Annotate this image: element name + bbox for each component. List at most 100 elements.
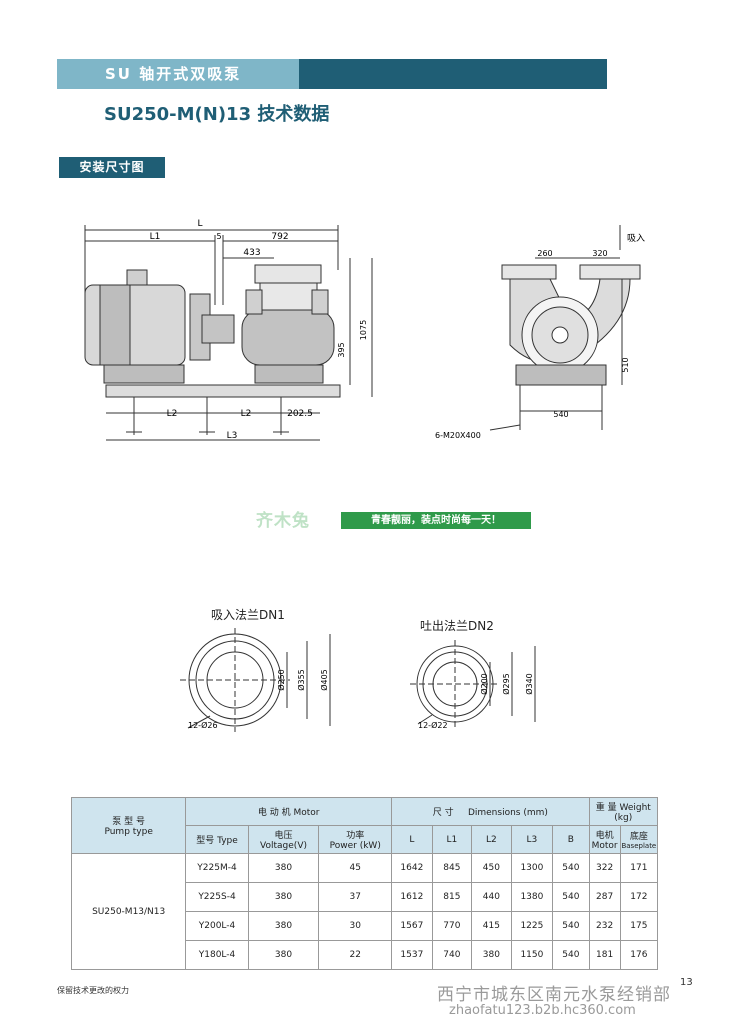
cell-L3: 1150 — [510, 940, 554, 970]
cell-model: SU250-M13/N13 — [70, 853, 187, 970]
cell-base-weight: 171 — [619, 853, 659, 883]
table-row: SU250-M13/N13 Y225M-4 380 45 1642 845 45… — [70, 853, 659, 970]
discharge-flange-d1: Ø200 — [479, 673, 489, 695]
dim-1075: 1075 — [359, 320, 368, 340]
cell-L1: 845 — [431, 853, 473, 883]
front-view-drawing: L L1 5 792 433 395 1075 L2 L2 202.5 L3 — [84, 219, 373, 441]
discharge-flange-holes: 12-Ø22 — [418, 720, 448, 730]
page-number: 13 — [680, 977, 693, 988]
cell-base-weight: 172 — [619, 882, 659, 912]
table-row: Y200L-4 380 30 1567 770 415 1225 540 232… — [72, 911, 659, 941]
header-dim-cn: 尺 寸 — [432, 808, 454, 818]
suction-flange-d3: Ø405 — [319, 669, 329, 691]
cell-power: 22 — [318, 940, 393, 970]
cell-power: 37 — [318, 882, 393, 912]
cell-type: Y180L-4 — [185, 940, 249, 970]
cell-L1: 740 — [431, 940, 473, 970]
cell-motor-weight: 322 — [588, 853, 621, 883]
spec-table: 泵 型 号 Pump type 电 动 机 Motor 尺 寸 Dimensio… — [70, 797, 659, 970]
header-col-voltage: 电压 Voltage(V) — [247, 825, 320, 854]
header-pump-type-cn: 泵 型 号 — [112, 817, 146, 827]
ad-slogan: 青春靓丽，装点时尚每一天！ — [341, 512, 531, 529]
header-power-en: Power (kW) — [329, 841, 381, 851]
header-motor-group: 电 动 机 Motor — [185, 797, 393, 826]
cell-motor-weight: 232 — [588, 911, 621, 941]
cell-L2: 380 — [471, 940, 512, 970]
cell-B: 540 — [552, 940, 590, 970]
header-col-L: L — [391, 825, 433, 854]
suction-label: 吸入 — [627, 233, 645, 244]
header-dim-en: Dimensions (mm) — [467, 808, 548, 818]
cell-type: Y225S-4 — [185, 882, 249, 912]
header-col-motor-weight: 电机 Motor — [588, 825, 621, 854]
dim-L3: L3 — [227, 431, 238, 441]
cell-L: 1612 — [391, 882, 433, 912]
header-banner: SU 轴开式双吸泵 — [57, 59, 607, 89]
header-pump-type-en: Pump type — [104, 827, 153, 837]
header-power-cn: 功率 — [346, 831, 365, 841]
cell-power: 30 — [318, 911, 393, 941]
dim-L2-left: L2 — [167, 409, 178, 419]
suction-flange-drawing: Ø250 Ø355 Ø405 12-Ø26 — [180, 628, 331, 732]
cell-power: 45 — [318, 853, 393, 883]
watermark-url: zhaofatu123.b2b.hc360.com — [449, 1003, 636, 1018]
cell-base-weight: 176 — [619, 940, 659, 970]
cell-motor-weight: 181 — [588, 940, 621, 970]
suction-flange-d2: Ø355 — [296, 669, 306, 691]
header-col-L1: L1 — [431, 825, 473, 854]
banner-dark-segment — [299, 59, 607, 89]
bolt-spec: 6-M20X400 — [435, 431, 481, 440]
cell-L2: 415 — [471, 911, 512, 941]
header-col-power: 功率 Power (kW) — [318, 825, 393, 854]
header-col-B: B — [552, 825, 590, 854]
suction-flange-title: 吸入法兰DN1 — [211, 608, 285, 622]
side-view-drawing: 260 320 吸入 510 540 6-M20X400 — [435, 225, 645, 440]
dim-540: 540 — [553, 410, 568, 419]
cell-B: 540 — [552, 853, 590, 883]
dim-L: L — [197, 219, 202, 229]
cell-L3: 1300 — [510, 853, 554, 883]
cell-motor-weight: 287 — [588, 882, 621, 912]
dim-510: 510 — [621, 357, 630, 372]
header-dimensions-group: 尺 寸 Dimensions (mm) — [391, 797, 590, 826]
suction-flange-d1: Ø250 — [276, 669, 286, 691]
cell-L2: 440 — [471, 882, 512, 912]
header-motor-w-en: Motor — [591, 841, 618, 851]
table-header-row-2: 型号 Type 电压 Voltage(V) 功率 Power (kW) L L1… — [72, 825, 659, 854]
page-subtitle: SU250-M(N)13 技术数据 — [104, 104, 330, 125]
dim-202-5: 202.5 — [287, 409, 313, 419]
cell-type: Y200L-4 — [185, 911, 249, 941]
header-base-w-en: Baseplate — [621, 842, 657, 850]
cell-L: 1537 — [391, 940, 433, 970]
cell-L: 1642 — [391, 853, 433, 883]
header-motor-w-cn: 电机 — [595, 831, 614, 841]
discharge-flange-d3: Ø340 — [524, 673, 534, 695]
watermark-company: 西宁市城东区南元水泵经销部 — [437, 985, 671, 1005]
cell-L1: 815 — [431, 882, 473, 912]
cell-base-weight: 175 — [619, 911, 659, 941]
cell-L1: 770 — [431, 911, 473, 941]
cell-voltage: 380 — [247, 911, 320, 941]
dim-395: 395 — [337, 342, 346, 357]
header-col-L3: L3 — [510, 825, 554, 854]
cell-voltage: 380 — [247, 940, 320, 970]
dim-L1: L1 — [150, 232, 161, 242]
cell-L3: 1380 — [510, 882, 554, 912]
table-header-row-1: 泵 型 号 Pump type 电 动 机 Motor 尺 寸 Dimensio… — [70, 797, 659, 854]
header-col-base-weight: 底座 Baseplate — [619, 825, 659, 854]
dim-5: 5 — [216, 232, 221, 241]
cell-L3: 1225 — [510, 911, 554, 941]
dim-320: 320 — [592, 249, 607, 258]
header-base-w-cn: 底座 — [629, 832, 648, 842]
header-col-L2: L2 — [471, 825, 512, 854]
discharge-flange-drawing: Ø200 Ø295 Ø340 12-Ø22 — [410, 640, 536, 730]
cell-B: 540 — [552, 882, 590, 912]
brand-logo-text: 齐木兔 — [256, 511, 310, 531]
install-drawing-label: 安装尺寸图 — [59, 157, 165, 178]
header-voltage-cn: 电压 — [274, 831, 293, 841]
suction-flange-holes: 12-Ø26 — [188, 720, 218, 730]
discharge-flange-d2: Ø295 — [501, 673, 511, 695]
dim-L2-right: L2 — [241, 409, 252, 419]
cell-L: 1567 — [391, 911, 433, 941]
header-voltage-en: Voltage(V) — [260, 841, 307, 851]
